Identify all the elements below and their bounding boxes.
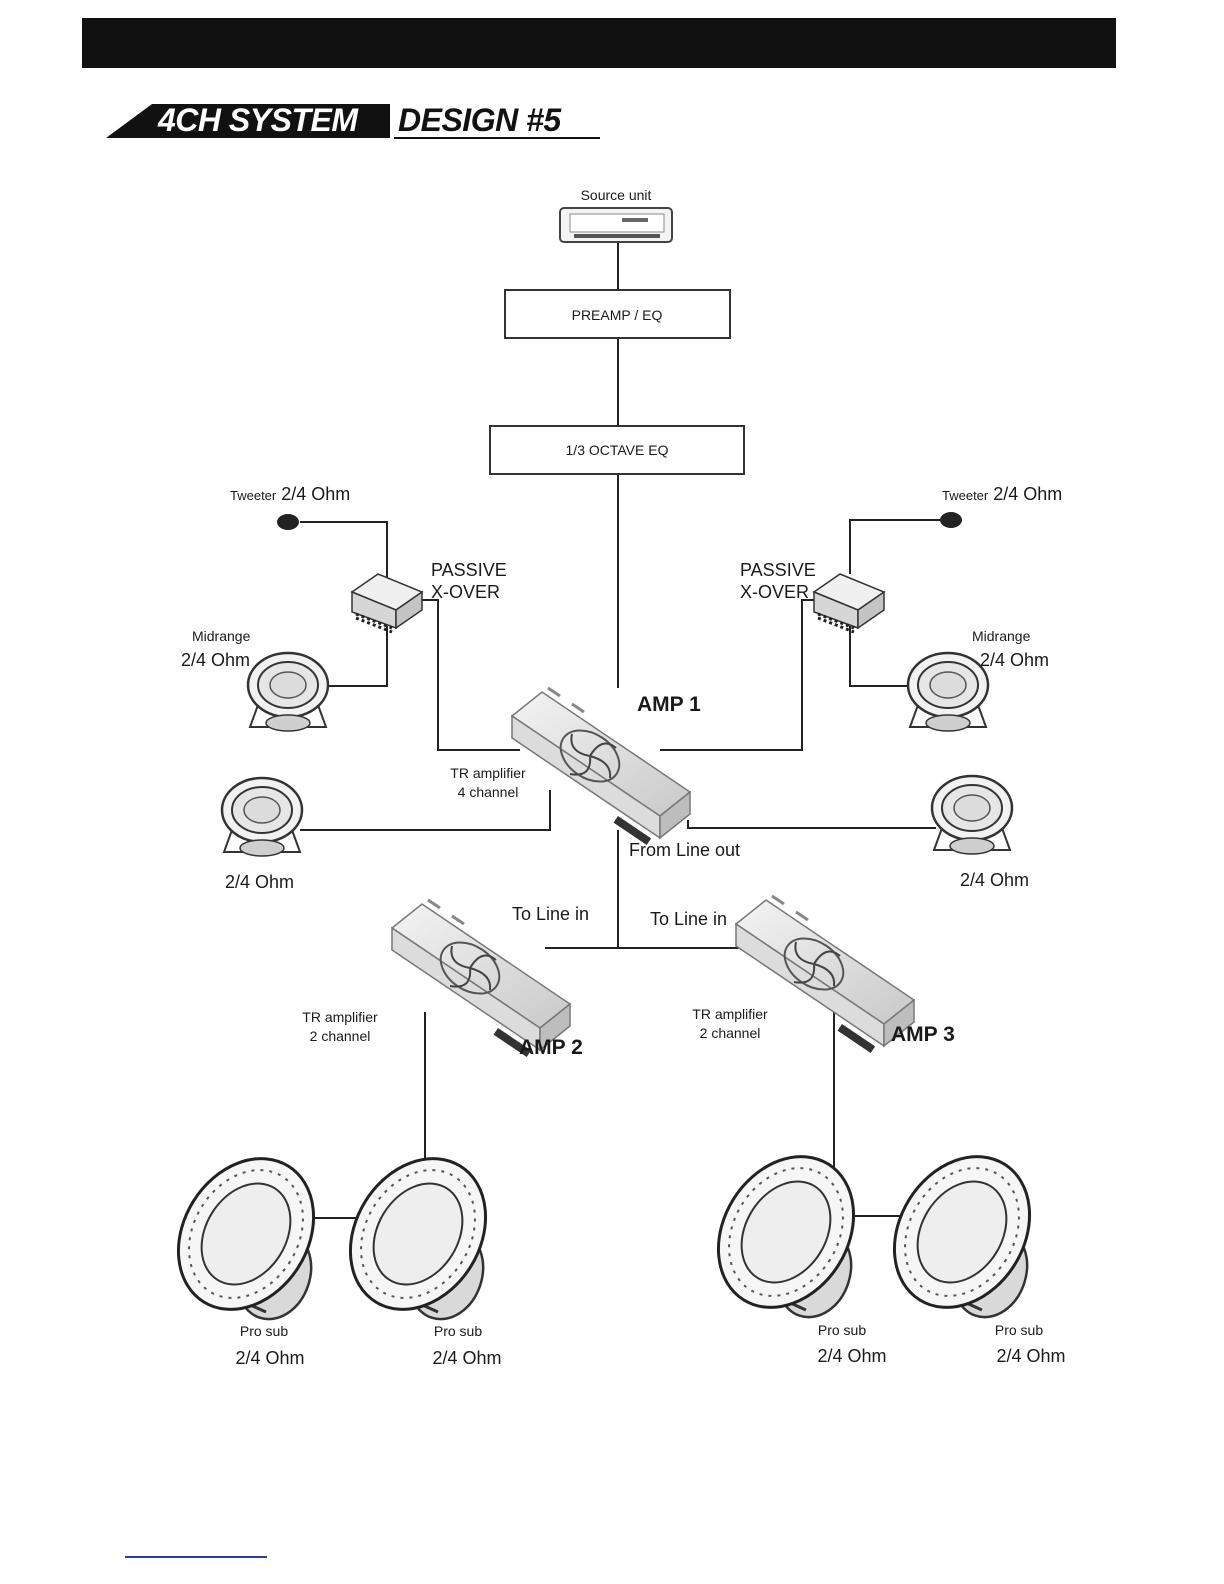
speaker-right-impedance: 2/4 Ohm xyxy=(960,870,1029,890)
speaker-left-impedance: 2/4 Ohm xyxy=(225,872,294,892)
from-line-out-label: From Line out xyxy=(629,840,740,860)
amp1-type-line2: 4 channel xyxy=(458,784,519,800)
midrange-right-icon xyxy=(906,651,990,733)
midrange-left-icon xyxy=(246,651,330,733)
amp3-label: AMP 3 xyxy=(891,1023,955,1046)
sub-2-impedance: 2/4 Ohm xyxy=(432,1348,501,1368)
sub-2-icon xyxy=(321,1131,515,1337)
sub-1-name: Pro sub xyxy=(240,1323,288,1339)
amp3-icon xyxy=(734,894,916,1055)
amp2-label: AMP 2 xyxy=(519,1036,583,1059)
title-part2: DESIGN #5 xyxy=(398,102,561,138)
xover-right-line2: X-OVER xyxy=(740,582,809,602)
sub-4-icon xyxy=(865,1129,1059,1335)
amp3-type-line1: TR amplifier xyxy=(692,1006,768,1022)
sub-3-icon xyxy=(689,1129,883,1335)
title-part1: 4CH SYSTEM xyxy=(158,102,358,138)
source-unit-icon xyxy=(559,207,673,243)
amp2-type-line2: 2 channel xyxy=(310,1028,371,1044)
midrange-left-impedance: 2/4 Ohm xyxy=(181,650,250,670)
speaker-right-icon xyxy=(930,774,1014,856)
midrange-right-impedance: 2/4 Ohm xyxy=(980,650,1049,670)
amp1-label: AMP 1 xyxy=(637,693,701,716)
speaker-left-icon xyxy=(220,776,304,858)
preamp-eq-label: PREAMP / EQ xyxy=(572,307,663,323)
to-line-in-right-label: To Line in xyxy=(650,909,727,929)
preamp-eq-box xyxy=(504,289,731,339)
sub-4-impedance: 2/4 Ohm xyxy=(996,1346,1065,1366)
footer-rule xyxy=(125,1556,267,1558)
xover-right-line1: PASSIVE xyxy=(740,560,816,580)
sub-2-name: Pro sub xyxy=(434,1323,482,1339)
midrange-left-name: Midrange xyxy=(192,628,251,644)
sub-3-impedance: 2/4 Ohm xyxy=(817,1346,886,1366)
tweeter-right-icon xyxy=(940,512,962,528)
source-unit-label: Source unit xyxy=(581,187,652,203)
to-line-in-left-label: To Line in xyxy=(512,904,589,924)
wires xyxy=(300,242,950,1219)
xover-right-icon xyxy=(812,572,886,634)
amp3-type-line2: 2 channel xyxy=(700,1025,761,1041)
sub-4-name: Pro sub xyxy=(995,1322,1043,1338)
xover-left-icon xyxy=(350,572,424,634)
amp2-type-line1: TR amplifier xyxy=(302,1009,378,1025)
xover-left-line1: PASSIVE xyxy=(431,560,507,580)
title-banner xyxy=(106,104,600,139)
sub-1-icon xyxy=(149,1131,343,1337)
amp1-type-line1: TR amplifier xyxy=(450,765,526,781)
header-bar xyxy=(82,18,1116,68)
octave-eq-box xyxy=(489,425,745,475)
xover-left-line2: X-OVER xyxy=(431,582,500,602)
page-title: 4CH SYSTEM DESIGN #5 xyxy=(106,100,606,140)
sub-3-name: Pro sub xyxy=(818,1322,866,1338)
sub-1-impedance: 2/4 Ohm xyxy=(235,1348,304,1368)
octave-eq-label: 1/3 OCTAVE EQ xyxy=(566,442,669,458)
midrange-right-name: Midrange xyxy=(972,628,1031,644)
tweeter-left-icon xyxy=(277,514,299,530)
